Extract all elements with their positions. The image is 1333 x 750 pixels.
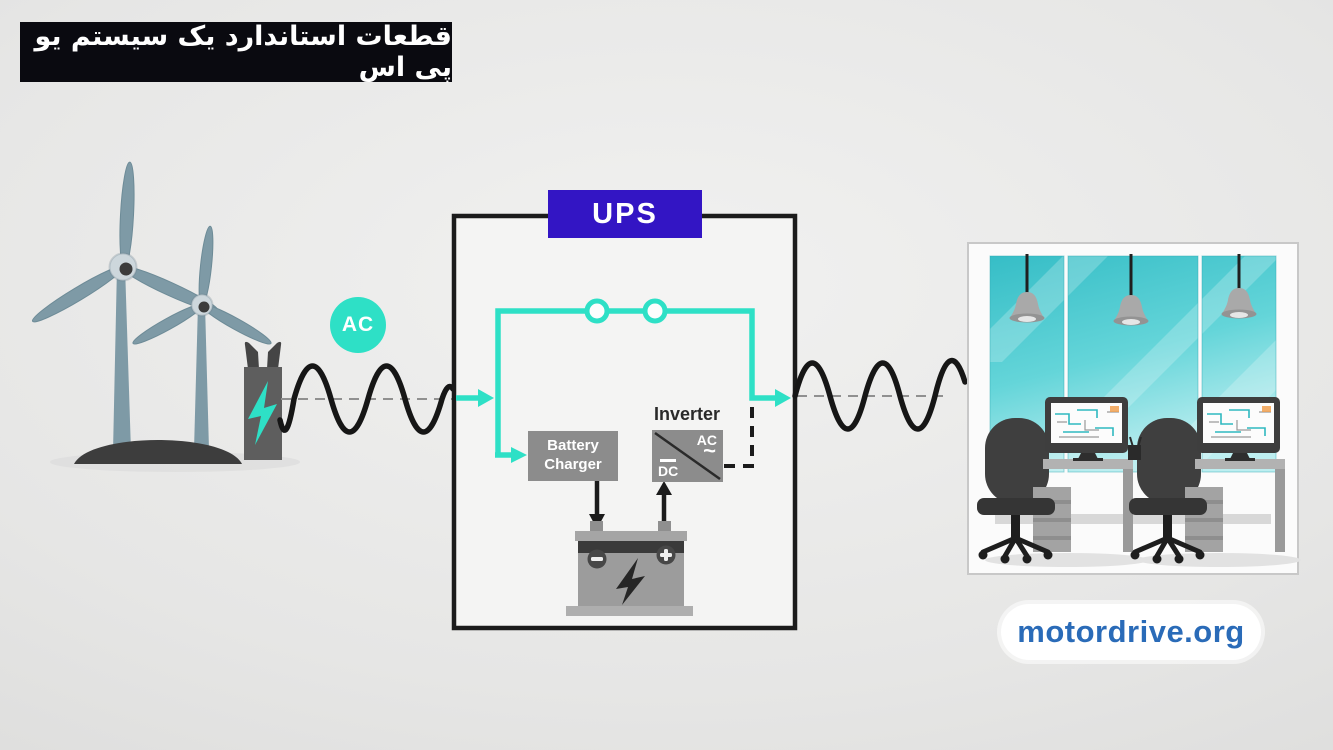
- title-text: قطعات استاندارد یک سیستم یو پی اس: [34, 21, 452, 83]
- power-plug-icon: [244, 341, 282, 460]
- ac-badge-label: AC: [341, 313, 375, 336]
- ups-label-text: UPS: [592, 197, 658, 230]
- wind-turbines-icon: [31, 161, 300, 472]
- ac-badge: AC: [330, 297, 386, 353]
- inverter-dc-label: DC: [658, 463, 679, 479]
- office-illustration: [967, 242, 1301, 575]
- circuit-arrowheads: [478, 389, 791, 463]
- inverter-label: Inverter: [653, 404, 721, 424]
- inverter-dc-bar: [660, 459, 676, 462]
- ups-bypass-circuit: [456, 308, 776, 458]
- battery-charger-line1: Battery: [547, 437, 599, 455]
- inverter-ac-label: AC: [696, 432, 717, 448]
- static-switch-contact-right: [642, 298, 668, 324]
- inverter-ac-wave-symbol: ~: [703, 438, 716, 463]
- title-banner: قطعات استاندارد یک سیستم یو پی اس: [20, 21, 452, 83]
- input-sine-wave: [277, 363, 456, 435]
- battery-bolt-icon: [616, 558, 645, 605]
- ceiling-lamps: [1009, 254, 1257, 326]
- battery-charger-line2: Charger: [544, 456, 602, 473]
- watermark: motordrive.org: [1001, 604, 1261, 660]
- battery-icon: [566, 521, 693, 616]
- inverter-box: AC ~ DC: [652, 430, 723, 482]
- output-sine-wave: [792, 357, 968, 432]
- battery-charger-box: Battery Charger: [528, 431, 618, 481]
- inverter-diagonal: [654, 431, 721, 481]
- inverter-output-dashed-line: [724, 403, 754, 468]
- ups-label: UPS: [548, 190, 702, 238]
- pen-cup: [1128, 436, 1142, 460]
- static-switch-contact-left: [584, 298, 610, 324]
- plug-bolt-icon: [248, 381, 277, 445]
- watermark-text: motordrive.org: [1017, 614, 1245, 649]
